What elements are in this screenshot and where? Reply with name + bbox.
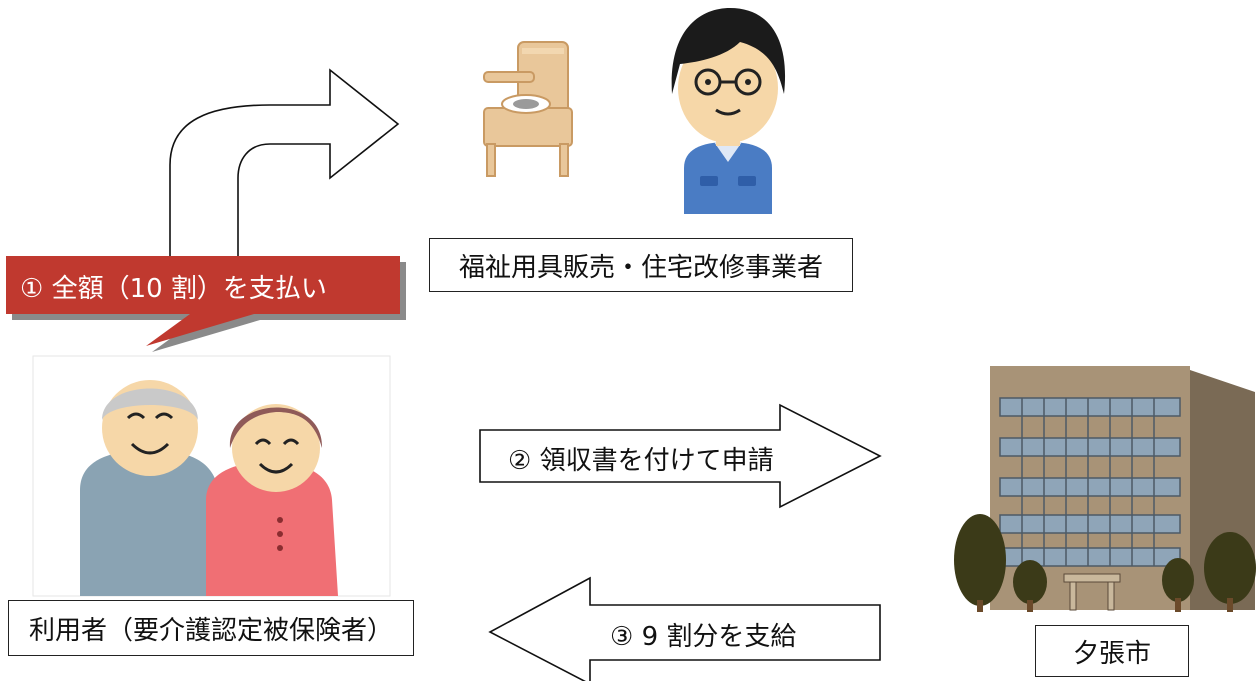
callout-step1-text: ① 全額（10 割）を支払い bbox=[20, 273, 327, 304]
callout-banner bbox=[6, 256, 406, 352]
arrow-to-city bbox=[479, 403, 882, 509]
elderly-couple-icon bbox=[80, 380, 338, 596]
portable-toilet-chair-icon bbox=[483, 41, 573, 177]
city-label: 夕張市 bbox=[1035, 625, 1189, 677]
city-hall-building-icon bbox=[954, 366, 1256, 612]
step2-text: ② 領収書を付けて申請 bbox=[508, 446, 774, 476]
arrow-to-user bbox=[488, 576, 881, 681]
worker-icon bbox=[671, 8, 786, 214]
user-label: 利用者（要介護認定被保険者） bbox=[8, 600, 414, 656]
vendor-label: 福祉用具販売・住宅改修事業者 bbox=[429, 238, 853, 292]
step3-text: ③ 9 割分を支給 bbox=[610, 622, 797, 652]
curved-arrow-to-vendor bbox=[169, 68, 400, 263]
